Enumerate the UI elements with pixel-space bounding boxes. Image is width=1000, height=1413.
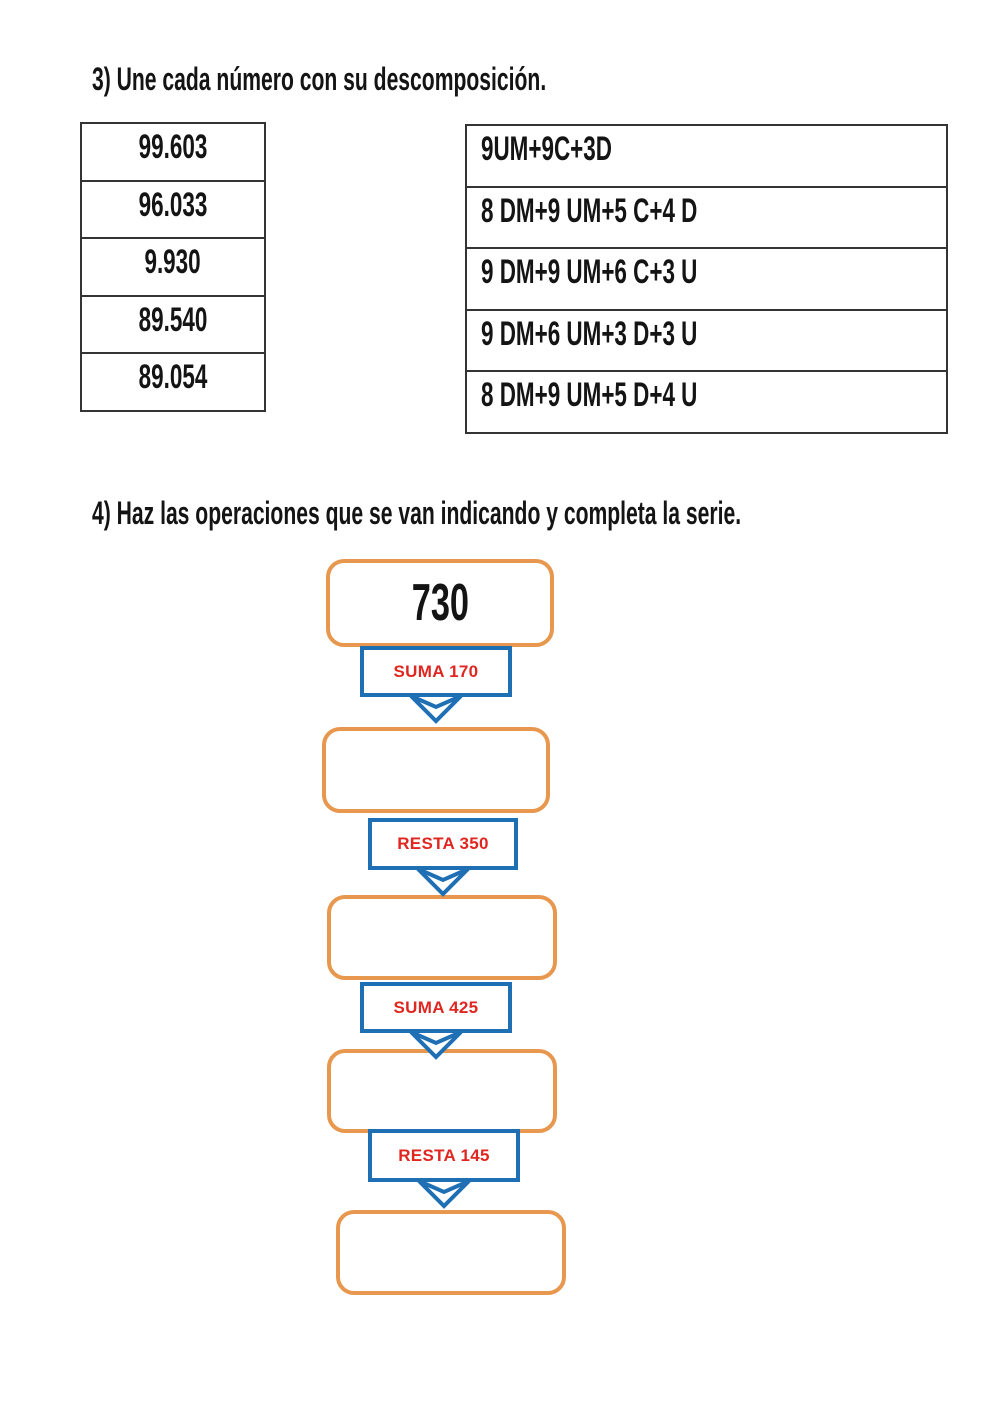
start-box: 730: [326, 559, 554, 647]
exercise3-title: 3) Une cada número con su descomposición…: [92, 61, 780, 97]
number-cell-2[interactable]: 96.033: [82, 179, 264, 238]
down-arrow-icon: [409, 1030, 463, 1060]
exercise4-title-text: 4) Haz las operaciones que se van indica…: [92, 495, 742, 531]
decomposition-text-2: 8 DM+9 UM+5 C+4 D: [481, 191, 698, 230]
number-text-2: 96.033: [138, 185, 208, 224]
decomposition-cell-4[interactable]: 9 DM+6 UM+3 D+3 U: [467, 308, 946, 371]
operation-box-suma-425: SUMA 425: [360, 982, 512, 1033]
number-text-4: 89.540: [138, 300, 208, 339]
down-arrow-icon: [416, 867, 470, 897]
decomposition-cell-5[interactable]: 8 DM+9 UM+5 D+4 U: [467, 370, 946, 432]
decomposition-cell-1[interactable]: 9UM+9C+3D: [467, 126, 946, 186]
exercise3-title-text: 3) Une cada número con su descomposición…: [92, 61, 547, 97]
decomposition-cell-3[interactable]: 9 DM+9 UM+6 C+3 U: [467, 247, 946, 309]
operation-label-2: RESTA 350: [397, 834, 489, 853]
number-text-1: 99.603: [138, 128, 208, 166]
decomposition-text-5: 8 DM+9 UM+5 D+4 U: [481, 376, 698, 415]
answer-box-3[interactable]: [327, 1049, 557, 1133]
operation-box-resta-350: RESTA 350: [368, 818, 518, 870]
operation-label-4: RESTA 145: [398, 1145, 490, 1165]
number-text-5: 89.054: [138, 358, 208, 397]
decomposition-text-3: 9 DM+9 UM+6 C+3 U: [481, 253, 698, 292]
operation-label-3: SUMA 425: [393, 997, 479, 1017]
numbers-table: 99.603 96.033 9.930 89.540 89.054: [80, 122, 266, 412]
decomposition-cell-2[interactable]: 8 DM+9 UM+5 C+4 D: [467, 185, 946, 248]
number-cell-3[interactable]: 9.930: [82, 237, 264, 295]
down-arrow-icon: [409, 694, 463, 724]
answer-box-1[interactable]: [322, 727, 550, 813]
start-value: 730: [411, 574, 469, 632]
down-arrow-icon: [417, 1179, 471, 1209]
decomposition-text-1: 9UM+9C+3D: [481, 130, 612, 168]
operation-box-suma-170: SUMA 170: [360, 646, 512, 697]
decomposition-text-4: 9 DM+6 UM+3 D+3 U: [481, 314, 698, 353]
answer-box-4[interactable]: [336, 1210, 566, 1295]
number-text-3: 9.930: [144, 243, 202, 282]
operation-label-1: SUMA 170: [393, 661, 479, 681]
answer-box-2[interactable]: [327, 895, 557, 980]
number-cell-4[interactable]: 89.540: [82, 294, 264, 353]
number-cell-1[interactable]: 99.603: [82, 124, 264, 180]
number-cell-5[interactable]: 89.054: [82, 352, 264, 410]
operation-box-resta-145: RESTA 145: [368, 1129, 520, 1182]
exercise4-title: 4) Haz las operaciones que se van indica…: [92, 495, 1000, 531]
decompositions-table: 9UM+9C+3D 8 DM+9 UM+5 C+4 D 9 DM+9 UM+6 …: [465, 124, 948, 434]
